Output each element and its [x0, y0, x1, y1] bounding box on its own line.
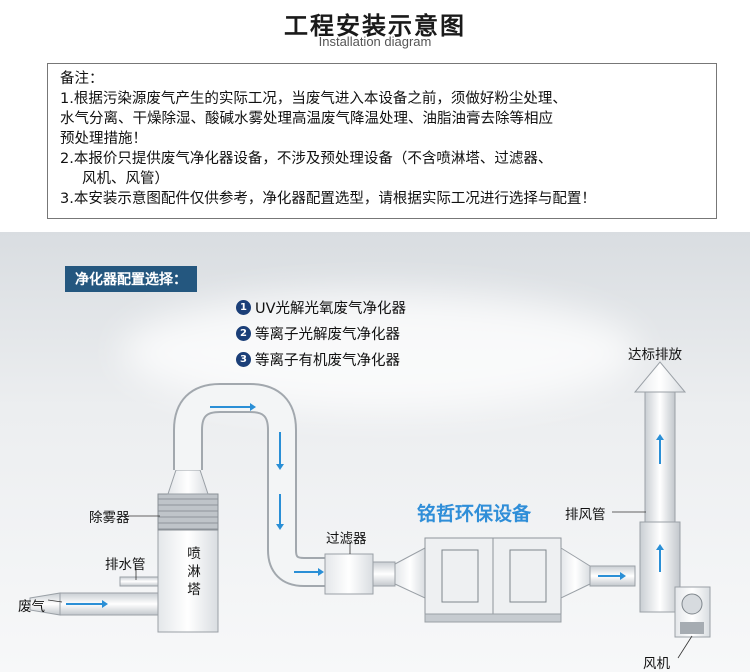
- flow-arrow: [66, 600, 108, 608]
- option-label: UV光解光氧废气净化器: [255, 300, 407, 317]
- option-label: 等离子有机废气净化器: [255, 352, 400, 369]
- purifier-unit: [394, 537, 591, 623]
- exhaust-stack: [633, 361, 687, 613]
- notes-line-3: 预处理措施！: [60, 131, 147, 147]
- flow-arrow: [598, 572, 626, 580]
- option-item-1: 1 UV光解光氧废气净化器: [236, 294, 406, 320]
- selection-title: 净化器配置选择：: [65, 266, 197, 292]
- spray-tower: [157, 469, 219, 633]
- fan: [674, 586, 711, 638]
- notes-line-1: 1.根据污染源废气产生的实际工况，当废气进入本设备之前，须做好粉尘处理、: [60, 91, 567, 107]
- filter-box: [324, 553, 374, 595]
- label-filter: 过滤器: [326, 531, 367, 547]
- label-fan: 风机: [643, 656, 670, 672]
- flow-arrow: [656, 544, 664, 572]
- connecting-duct: [173, 383, 330, 587]
- label-exhaust-standard: 达标排放: [628, 347, 682, 363]
- flow-arrow: [276, 432, 284, 470]
- notes-line-2: 水气分离、干燥除湿、酸碱水雾处理高温废气降温处理、油脂油膏去除等相应: [60, 111, 553, 127]
- diagram-panel: 净化器配置选择： 1 UV光解光氧废气净化器 2 等离子光解废气净化器 3 等离…: [0, 232, 750, 672]
- label-waste-gas: 废气: [18, 599, 45, 615]
- selection-options: 1 UV光解光氧废气净化器 2 等离子光解废气净化器 3 等离子有机废气净化器: [236, 294, 406, 372]
- label-spray-tower: 喷淋塔: [187, 546, 201, 598]
- flow-arrow: [294, 568, 324, 576]
- label-demister: 除雾器: [89, 510, 130, 526]
- notes-heading: 备注：: [60, 71, 104, 87]
- flow-arrows: [66, 403, 664, 608]
- option-number-badge: 3: [236, 351, 251, 367]
- page-title: 工程安装示意图: [284, 12, 466, 40]
- option-label: 等离子光解废气净化器: [255, 326, 400, 343]
- page-subtitle: Installation diagram: [318, 34, 432, 49]
- installation-diagram: [29, 361, 711, 659]
- option-number-badge: 2: [236, 325, 251, 341]
- filter-outlet-pipe: [372, 561, 396, 587]
- drain-pipe: [119, 576, 163, 587]
- flow-arrow: [656, 434, 664, 464]
- brand-label: 铭哲环保设备: [417, 503, 532, 525]
- option-item-3: 3 等离子有机废气净化器: [236, 346, 406, 372]
- flow-arrow: [210, 403, 256, 411]
- notes-line-4: 2.本报价只提供废气净化器设备，不涉及预处理设备（不含喷淋塔、过滤器、: [60, 151, 553, 167]
- leader-lines: [47, 511, 693, 659]
- option-number-badge: 1: [236, 299, 251, 315]
- flow-arrow: [276, 494, 284, 530]
- label-exhaust-pipe: 排风管: [565, 507, 606, 523]
- notes-box: 备注： 1.根据污染源废气产生的实际工况，当废气进入本设备之前，须做好粉尘处理、…: [47, 63, 717, 219]
- notes-line-5: 风机、风管）: [82, 171, 169, 187]
- inlet-pipe: [29, 592, 161, 616]
- notes-line-6: 3.本安装示意图配件仅供参考，净化器配置选型，请根据实际工况进行选择与配置！: [60, 191, 596, 207]
- option-item-2: 2 等离子光解废气净化器: [236, 320, 406, 346]
- label-drain-pipe: 排水管: [105, 557, 146, 573]
